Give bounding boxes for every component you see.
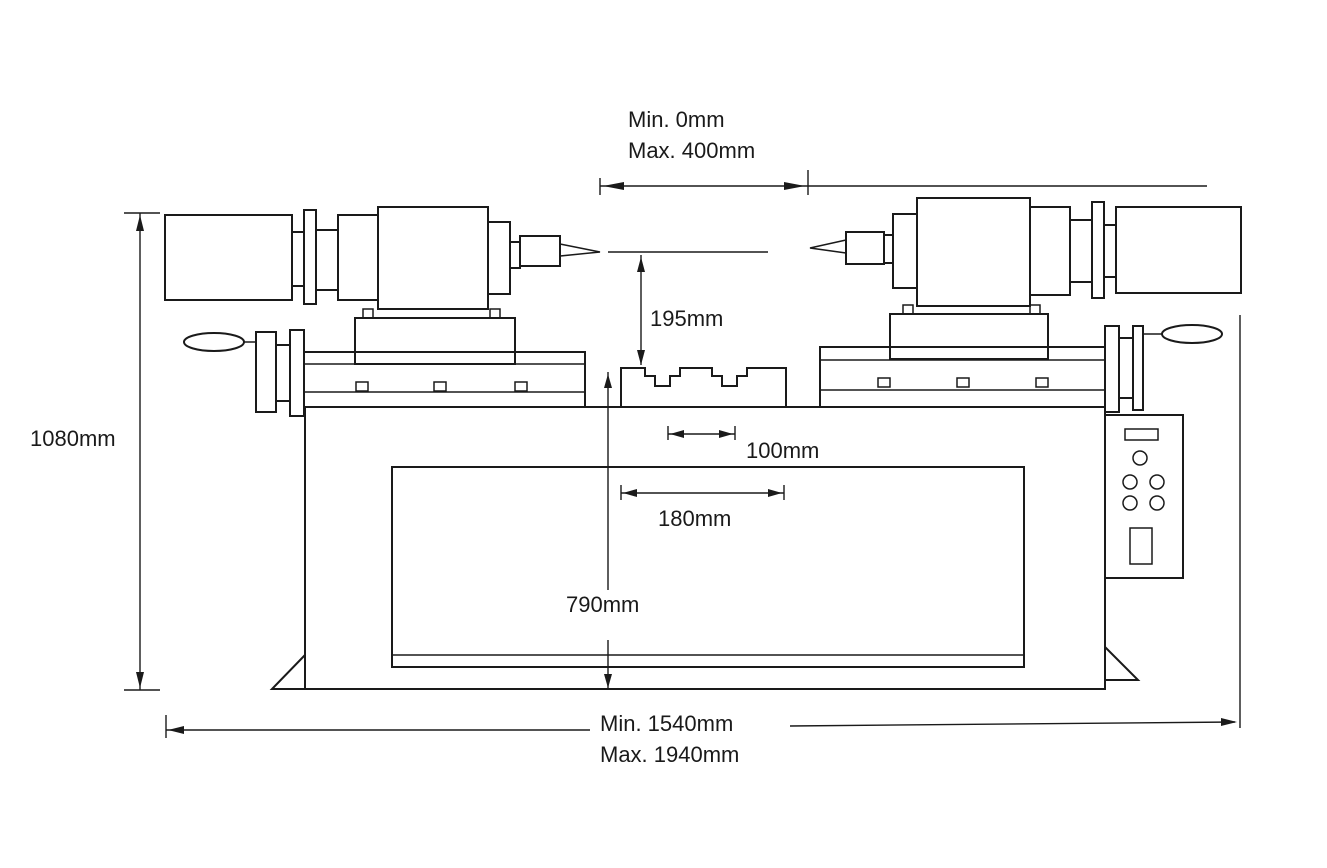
label-table-width: 180mm [658, 506, 731, 531]
button-icon [1132, 450, 1148, 466]
dimension-table-width [620, 485, 785, 500]
label-center-height: 195mm [650, 306, 723, 331]
right-slide-bed [819, 325, 1144, 413]
left-slide-bed [255, 329, 586, 417]
switch-icon [1129, 527, 1153, 565]
label-total-height: 1080mm [30, 426, 116, 451]
control-panel [1104, 414, 1184, 579]
label-slot-spacing: 100mm [746, 438, 819, 463]
left-spindle-head [164, 206, 601, 365]
label-table-height: 790mm [566, 592, 639, 617]
right-spindle-head [809, 197, 1242, 360]
label-overall-length-max: Max. 1940mm [600, 742, 739, 767]
label-spindle-travel-min: Min. 0mm [628, 107, 725, 132]
t-slot-table [620, 367, 787, 407]
dimension-total-height [124, 212, 160, 691]
dimension-table-height [604, 372, 612, 688]
button-icon [1149, 474, 1165, 490]
label-spindle-travel-max: Max. 400mm [628, 138, 755, 163]
right-handwheel [1143, 324, 1223, 344]
dimension-slot-spacing [667, 426, 736, 440]
button-icon [1149, 495, 1165, 511]
display-window [1124, 428, 1159, 441]
machine-base [269, 406, 1141, 690]
dimension-overall-length [165, 315, 1241, 738]
dimension-spindle-travel [599, 170, 1207, 253]
dimension-center-height [637, 255, 645, 365]
label-overall-length-min: Min. 1540mm [600, 711, 733, 736]
button-icon [1122, 495, 1138, 511]
button-icon [1122, 474, 1138, 490]
left-handwheel [183, 332, 256, 352]
